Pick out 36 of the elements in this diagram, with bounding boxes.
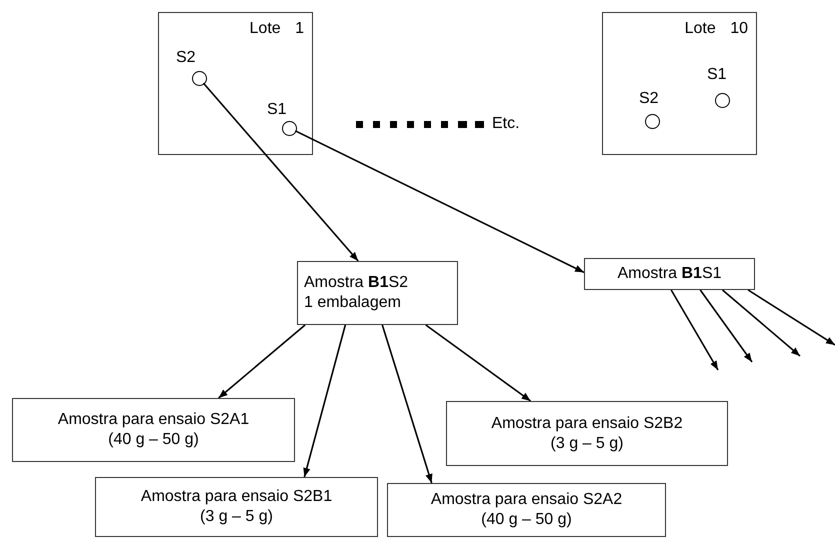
arrow [218,324,306,399]
arrow [700,290,753,362]
sample-label: (40 g – 50 g) [481,510,572,530]
lot-box [158,12,313,155]
arrow [382,324,432,484]
sample-label: Amostra para ensaio S2B1 [140,487,332,507]
sample-point-label: S2 [176,49,196,67]
lot-label: Lote 10 [684,19,748,39]
arrow [294,130,584,274]
sample-label: (3 g – 5 g) [200,507,273,527]
arrow [303,324,346,478]
lot-label: Lote 1 [250,19,304,39]
sample-point-label: S1 [267,101,287,119]
sample-box [297,261,458,325]
sample-label: Amostra para ensaio S2B2 [491,414,683,434]
sample-label: 1 embalagem [304,293,401,313]
sample-label: (40 g – 50 g) [108,430,199,450]
arrow [748,289,835,346]
etc-label: Etc. [492,115,520,133]
sample-point-label: S1 [707,66,727,84]
arrow [722,289,801,357]
sample-box [446,401,728,466]
sample-box [584,258,755,290]
arrow [670,290,719,370]
sample-box [12,398,295,462]
sample-label: Amostra para ensaio S2A1 [58,410,250,430]
sample-label: Amostra B1S2 [304,273,408,293]
sample-label: Amostra B1S1 [617,264,722,284]
sample-box [95,477,378,537]
lot-box [602,12,757,155]
sample-label: (3 g – 5 g) [550,434,624,454]
sample-box [387,483,666,537]
sample-label: Amostra para ensaio S2A2 [430,490,622,510]
sample-point-label: S2 [639,90,659,108]
arrow [425,324,532,402]
arrow [202,82,359,262]
